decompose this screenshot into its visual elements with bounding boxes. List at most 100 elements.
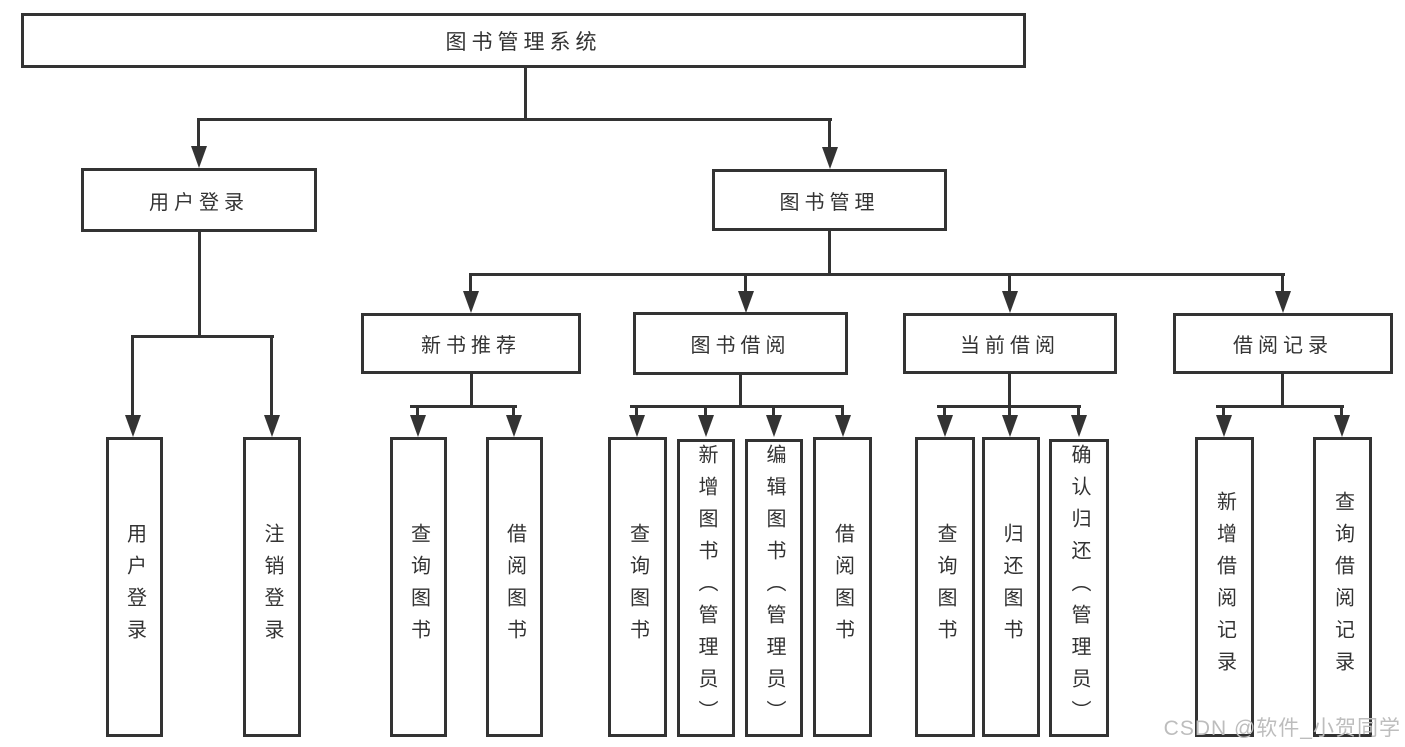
arrow-stem [469, 273, 472, 295]
arrow-stem [744, 273, 747, 295]
leaf-borrow-books-1: 借阅图书 [486, 437, 543, 737]
arrow-head-icon [1216, 415, 1232, 437]
leaf-add-book-admin-label: 新增图书（管理员） [695, 444, 717, 732]
connector-arrow [1216, 405, 1232, 437]
arrow-stem [828, 118, 831, 151]
connector-borrow-records-rail [1216, 405, 1344, 408]
connector-arrow [738, 273, 754, 313]
leaf-borrow-books-2: 借阅图书 [813, 437, 872, 737]
arrow-stem [1008, 273, 1011, 295]
arrow-stem [635, 405, 638, 419]
node-book-management-label: 图书管理 [779, 191, 880, 214]
node-borrow-records-label: 借阅记录 [1233, 335, 1333, 357]
connector-user-login-stem [198, 232, 201, 337]
leaf-add-book-admin: 新增图书（管理员） [677, 439, 735, 737]
connector-arrow [410, 405, 426, 437]
connector-new-book-recommend-stem [470, 374, 473, 407]
node-new-book-recommend-label: 新书推荐 [421, 335, 521, 357]
arrow-head-icon [1071, 415, 1087, 437]
arrow-head-icon [822, 147, 838, 169]
arrow-stem [1281, 273, 1284, 295]
leaf-logout: 注销登录 [243, 437, 301, 737]
connector-arrow [264, 335, 280, 437]
connector-user-login-rail [132, 335, 274, 338]
connector-arrow [463, 273, 479, 313]
leaf-borrow-books-2-label: 借阅图书 [831, 523, 854, 651]
node-current-borrow-label: 当前借阅 [960, 335, 1060, 357]
leaf-query-borrow-record-label: 查询借阅记录 [1331, 491, 1354, 683]
arrow-stem [704, 405, 707, 419]
leaf-query-books-1: 查询图书 [390, 437, 447, 737]
connector-arrow [1002, 273, 1018, 313]
connector-borrow-records-stem [1281, 374, 1284, 407]
leaf-query-books-2-label: 查询图书 [626, 523, 649, 651]
node-current-borrow: 当前借阅 [903, 313, 1117, 374]
node-user-login-label: 用户登录 [149, 191, 249, 214]
arrow-stem [1340, 405, 1343, 419]
node-book-management: 图书管理 [712, 169, 947, 231]
connector-root-stem [524, 68, 527, 120]
node-book-borrow: 图书借阅 [633, 312, 848, 375]
arrow-stem [270, 335, 273, 419]
connector-book-management-stem [828, 231, 831, 275]
arrow-head-icon [835, 415, 851, 437]
leaf-query-books-2: 查询图书 [608, 437, 667, 737]
arrow-head-icon [1275, 291, 1291, 313]
arrow-stem [512, 405, 515, 419]
arrow-head-icon [506, 415, 522, 437]
leaf-add-borrow-record-label: 新增借阅记录 [1213, 491, 1236, 683]
leaf-return-book: 归还图书 [982, 437, 1040, 737]
arrow-head-icon [766, 415, 782, 437]
csdn-watermark: CSDN @软件_小贺同学 [1163, 717, 1401, 740]
connector-book-borrow-stem [739, 375, 742, 407]
arrow-head-icon [937, 415, 953, 437]
connector-arrow [125, 335, 141, 437]
connector-arrow [1334, 405, 1350, 437]
arrow-head-icon [1002, 415, 1018, 437]
arrow-head-icon [629, 415, 645, 437]
connector-arrow [506, 405, 522, 437]
leaf-query-books-3-label: 查询图书 [934, 523, 956, 651]
connector-arrow [698, 405, 714, 437]
leaf-edit-book-admin: 编辑图书（管理员） [745, 439, 803, 737]
leaf-query-books-3: 查询图书 [915, 437, 975, 737]
connector-arrow [1071, 405, 1087, 437]
leaf-logout-label: 注销登录 [261, 523, 283, 651]
arrow-stem [772, 405, 775, 419]
arrow-head-icon [410, 415, 426, 437]
connector-arrow [1002, 405, 1018, 437]
arrow-head-icon [738, 291, 754, 313]
arrow-stem [1008, 405, 1011, 419]
connector-root-rail [198, 118, 832, 121]
leaf-return-book-label: 归还图书 [1000, 523, 1022, 651]
connector-arrow [937, 405, 953, 437]
arrow-stem [131, 335, 134, 419]
connector-current-borrow-stem [1008, 374, 1011, 407]
arrow-head-icon [463, 291, 479, 313]
arrow-stem [841, 405, 844, 419]
leaf-borrow-books-1-label: 借阅图书 [503, 523, 526, 651]
connector-arrow [835, 405, 851, 437]
node-root: 图书管理系统 [21, 13, 1026, 68]
arrow-stem [943, 405, 946, 419]
arrow-head-icon [1002, 291, 1018, 313]
arrow-stem [1077, 405, 1080, 419]
leaf-query-books-1-label: 查询图书 [407, 523, 430, 651]
leaf-confirm-return-admin-label: 确认归还（管理员） [1068, 444, 1090, 732]
leaf-add-borrow-record: 新增借阅记录 [1195, 437, 1254, 737]
arrow-head-icon [125, 415, 141, 437]
connector-arrow [629, 405, 645, 437]
node-new-book-recommend: 新书推荐 [361, 313, 581, 374]
connector-book-management-rail [470, 273, 1285, 276]
leaf-user-login-label: 用户登录 [123, 523, 146, 651]
arrow-head-icon [191, 146, 207, 168]
connector-arrow [766, 405, 782, 437]
connector-arrow [1275, 273, 1291, 313]
connector-new-book-recommend-rail [410, 405, 517, 408]
arrow-head-icon [1334, 415, 1350, 437]
connector-arrow [822, 118, 838, 169]
leaf-confirm-return-admin: 确认归还（管理员） [1049, 439, 1109, 737]
node-user-login: 用户登录 [81, 168, 317, 232]
node-book-borrow-label: 图书借阅 [690, 335, 791, 357]
